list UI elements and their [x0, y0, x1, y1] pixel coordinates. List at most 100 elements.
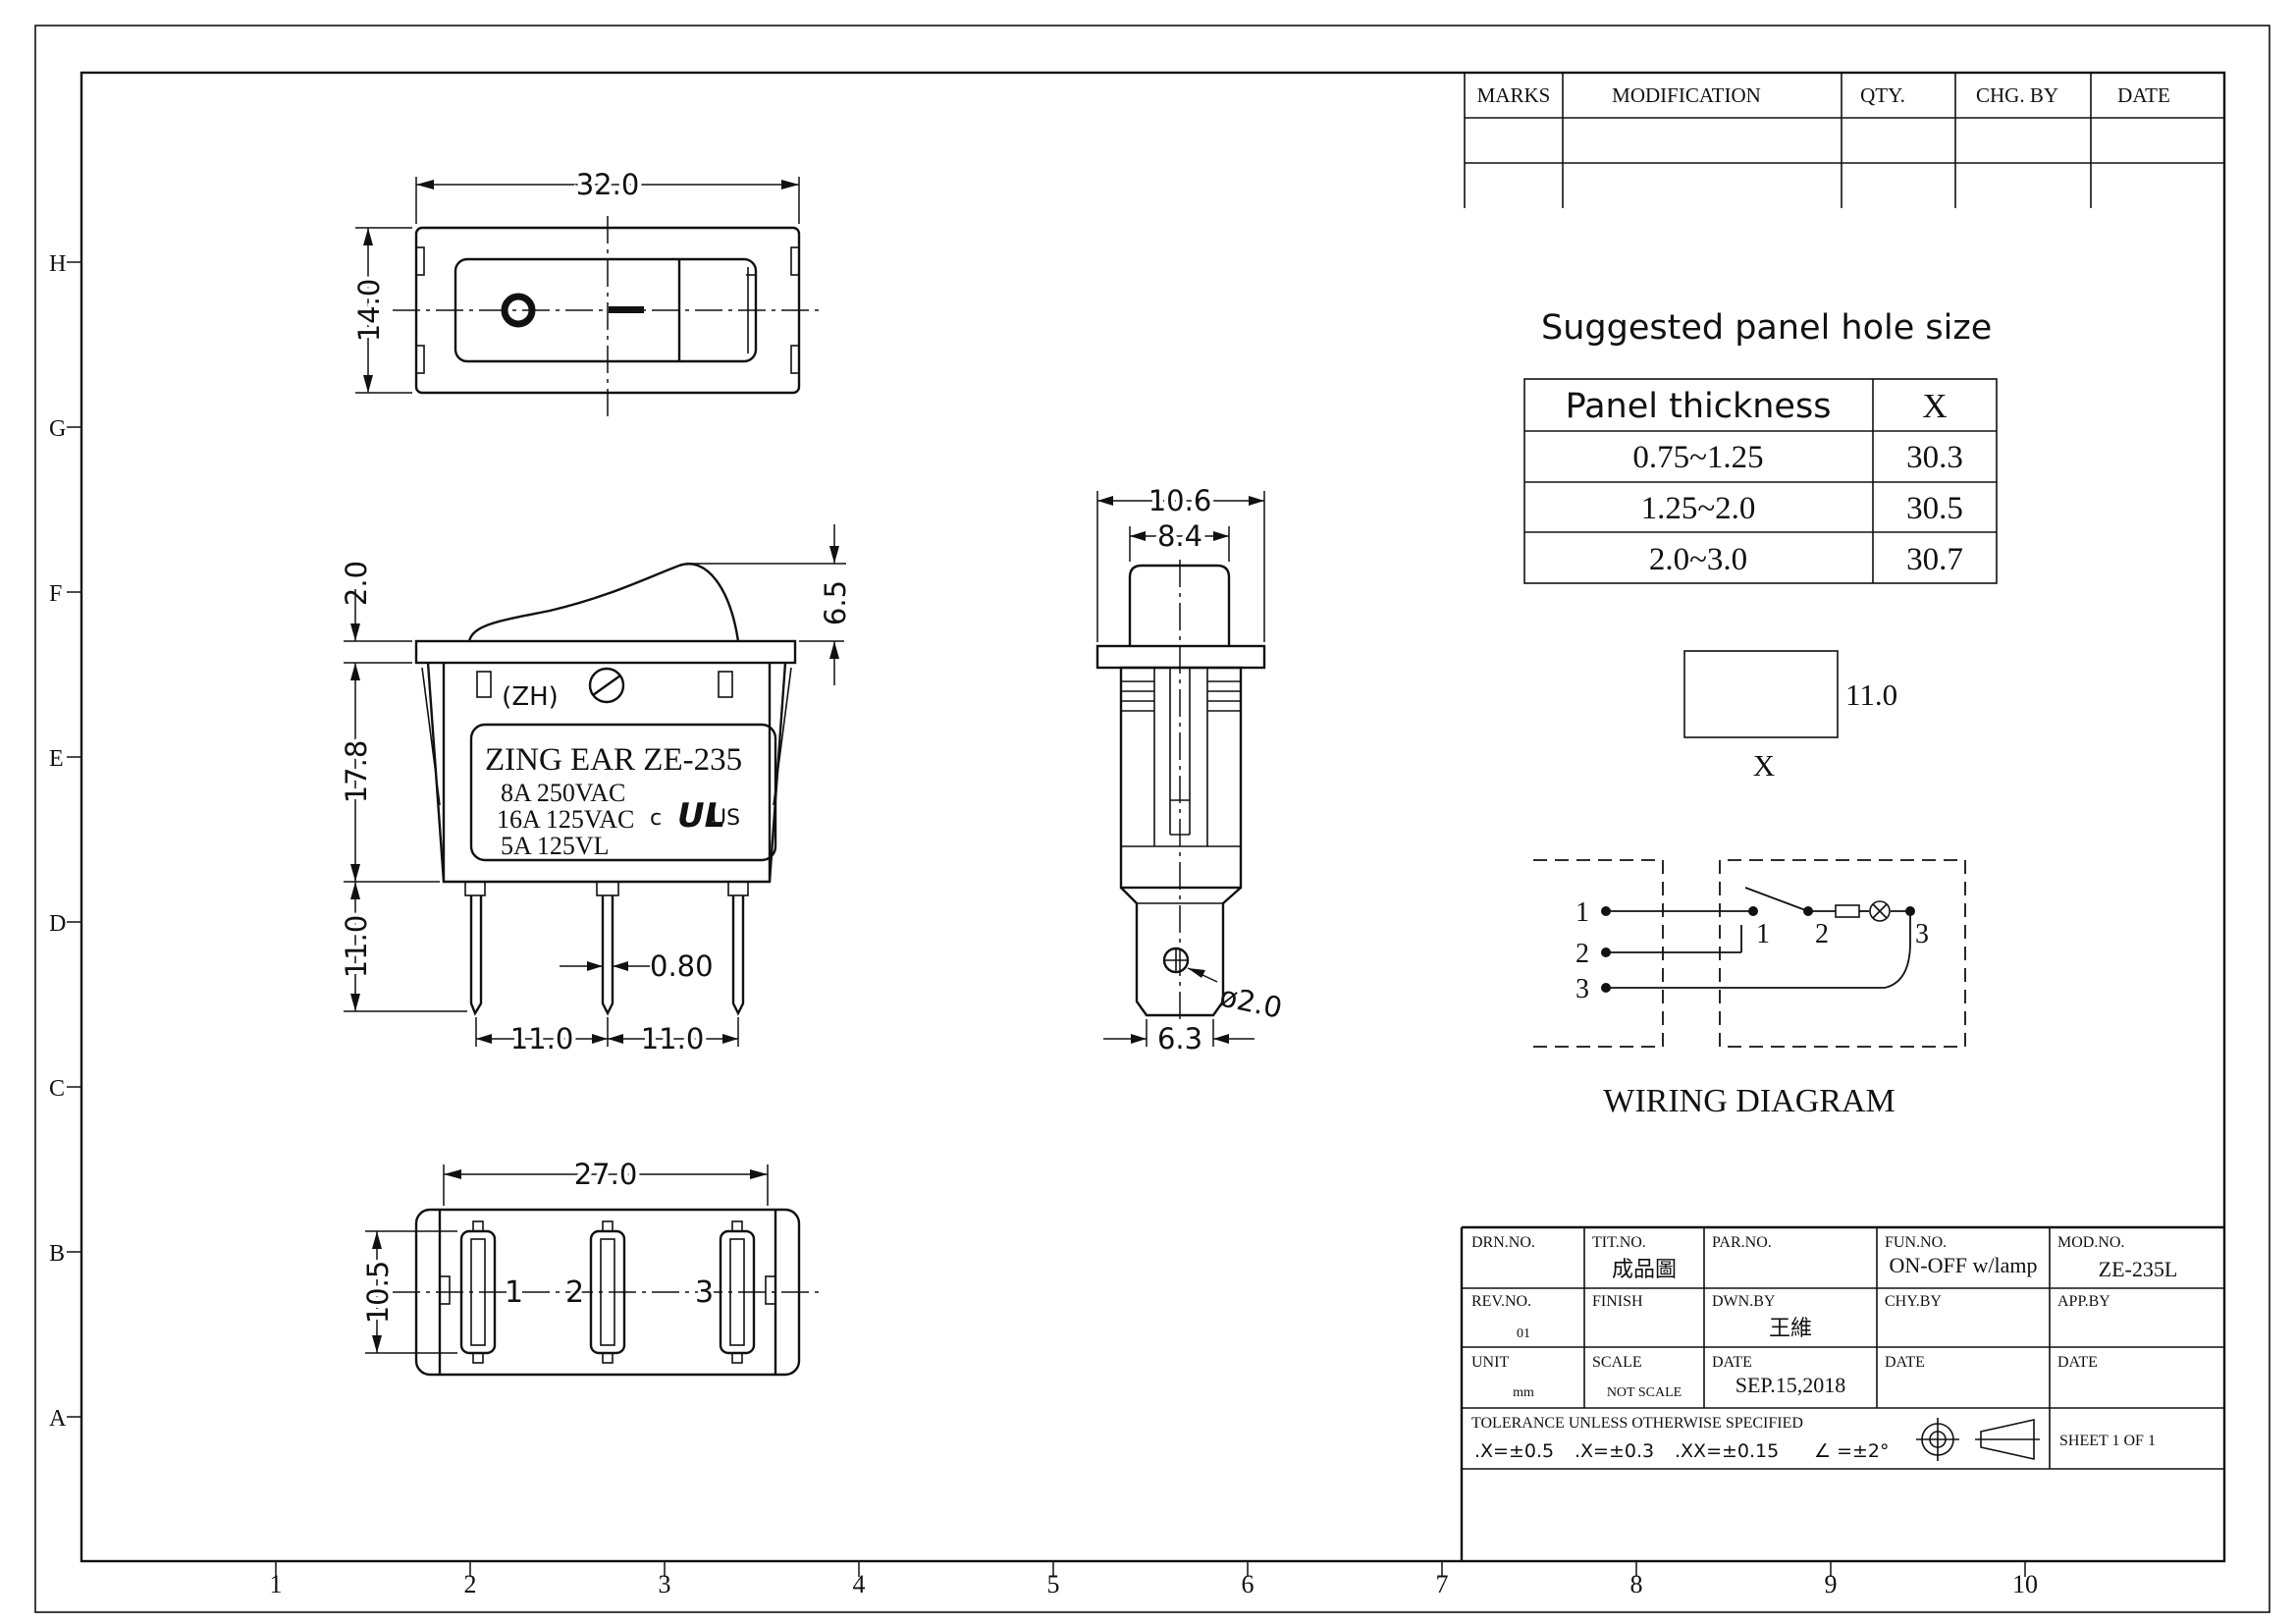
terminal-label: 3 — [695, 1275, 714, 1310]
panel-header-x: X — [1922, 387, 1947, 425]
row-label: B — [49, 1241, 65, 1267]
row-label: D — [49, 911, 66, 937]
wiring-title: WIRING DIAGRAM — [1603, 1083, 1895, 1119]
panel-hole-section: Suggested panel hole size Panel thicknes… — [1523, 308, 1998, 783]
row-label: H — [49, 251, 66, 277]
brand-mark: (ZH) — [502, 682, 559, 712]
tb-label: FINISH — [1592, 1293, 1643, 1310]
row-label: A — [49, 1406, 67, 1432]
tb-label: FUN.NO. — [1885, 1234, 1947, 1251]
label-line: 16A 125VAC — [497, 805, 634, 834]
dim-pin-width: 0.80 — [650, 949, 714, 983]
rev-header-date: DATE — [2117, 83, 2170, 107]
dim-pitch-2: 11.0 — [641, 1022, 705, 1056]
column-markers: 1 2 3 4 5 6 7 8 9 10 — [270, 1561, 2038, 1598]
dim-side-inner: 8.4 — [1157, 519, 1202, 553]
tb-label: REV.NO. — [1471, 1293, 1531, 1310]
sheet-number: SHEET 1 OF 1 — [2059, 1433, 2156, 1449]
title-block: DRN.NO. TIT.NO. 成品圖 PAR.NO. FUN.NO. ON-O… — [1460, 1225, 2224, 1561]
dim-top-width: 32.0 — [576, 168, 640, 201]
outer-frame — [34, 25, 2270, 1613]
side-view: 10.6 8.4 ø2.0 6.3 — [1095, 480, 1286, 1056]
tb-value: SEP.15,2018 — [1735, 1373, 1845, 1397]
col-label: 1 — [270, 1570, 283, 1598]
tolerance-value: .X=±0.5 — [1474, 1440, 1554, 1462]
revision-table: MARKS MODIFICATION QTY. CHG. BY DATE — [1464, 73, 2224, 208]
label-line: 8A 250VAC — [501, 779, 625, 807]
dim-bottom-height: 10.5 — [361, 1261, 395, 1325]
panel-x-cell: 30.5 — [1906, 491, 1963, 526]
product-label — [469, 723, 777, 862]
row-label: C — [49, 1076, 65, 1102]
panel-thickness-cell: 0.75~1.25 — [1632, 440, 1763, 475]
tb-label: PAR.NO. — [1712, 1234, 1772, 1251]
tb-value: 成品圖 — [1612, 1257, 1677, 1281]
tb-label: APP.BY — [2057, 1293, 2110, 1310]
col-label: 4 — [853, 1570, 866, 1598]
resistor-icon — [1835, 904, 1860, 918]
panel-thickness-cell: 1.25~2.0 — [1641, 491, 1756, 526]
wiring-inner-terminal: 1 — [1756, 919, 1770, 949]
tolerance-value: .XX=±0.15 — [1675, 1440, 1779, 1462]
col-label: 7 — [1436, 1570, 1449, 1598]
tb-label: CHY.BY — [1885, 1293, 1942, 1310]
tb-label: DATE — [2057, 1354, 2098, 1371]
tb-label: TIT.NO. — [1592, 1234, 1646, 1251]
front-view: (ZH) ZING EAR ZE-235 8A 250VAC 16A 125VA… — [336, 524, 852, 1059]
bottom-view: 1 2 3 27.0 10.5 — [357, 1154, 825, 1377]
inner-frame — [80, 71, 2226, 1563]
tb-label: MOD.NO. — [2057, 1234, 2124, 1251]
rev-header-qty: QTY. — [1860, 83, 1905, 107]
dim-top-height: 14.0 — [352, 279, 386, 343]
tb-label: DATE — [1885, 1354, 1925, 1371]
col-label: 5 — [1047, 1570, 1060, 1598]
ul-c-mark: c — [650, 806, 662, 831]
col-label: 2 — [464, 1570, 477, 1598]
tolerance-label: TOLERANCE UNLESS OTHERWISE SPECIFIED — [1471, 1415, 1803, 1432]
panel-x-cell: 30.3 — [1906, 440, 1963, 475]
dim-front-top: 2.0 — [340, 561, 373, 606]
tb-value: 王維 — [1769, 1316, 1812, 1340]
tb-value: mm — [1513, 1385, 1534, 1400]
panel-x-cell: 30.7 — [1906, 542, 1963, 577]
panel-header-thickness: Panel thickness — [1566, 387, 1832, 426]
screw-icon — [588, 667, 625, 704]
wiring-outer-terminal: 1 — [1575, 897, 1589, 928]
panel-hole-title: Suggested panel hole size — [1541, 308, 1992, 348]
terminal-label: 2 — [565, 1275, 584, 1310]
row-label: G — [49, 416, 66, 442]
dim-front-body: 17.8 — [340, 740, 373, 804]
col-label: 6 — [1242, 1570, 1255, 1598]
tb-label: DATE — [1712, 1354, 1752, 1371]
tb-label: UNIT — [1471, 1354, 1509, 1371]
wiring-outer-terminal: 2 — [1575, 939, 1589, 969]
tb-label: SCALE — [1592, 1354, 1642, 1371]
rev-header-marks: MARKS — [1477, 83, 1551, 107]
col-label: 10 — [2012, 1570, 2038, 1598]
tb-value: ZE-235L — [2099, 1257, 2178, 1281]
dim-side-tab: 6.3 — [1157, 1022, 1202, 1056]
dim-front-pins: 11.0 — [340, 915, 373, 979]
ul-us-mark: US — [711, 806, 740, 831]
tolerance-value: ∠ =±2° — [1814, 1440, 1890, 1462]
tb-value: 01 — [1517, 1326, 1530, 1341]
dim-pitch-1: 11.0 — [510, 1022, 574, 1056]
rev-header-chg-by: CHG. BY — [1976, 83, 2058, 107]
col-label: 8 — [1630, 1570, 1643, 1598]
wiring-inner-terminal: 2 — [1815, 919, 1829, 949]
tb-value: ON-OFF w/lamp — [1890, 1253, 2038, 1277]
dim-side-hole: ø2.0 — [1217, 979, 1286, 1025]
rev-header-modification: MODIFICATION — [1612, 83, 1761, 107]
wiring-outer-terminal: 3 — [1575, 974, 1589, 1004]
wiring-diagram: 1 2 3 1 2 3 WIRING DIAGRAM — [1533, 859, 1966, 1119]
top-view: 32.0 14.0 — [348, 164, 825, 418]
tb-value: NOT SCALE — [1607, 1385, 1682, 1400]
dim-bottom-width: 27.0 — [574, 1158, 638, 1191]
tolerance-value: .X=±0.3 — [1575, 1440, 1654, 1462]
row-label: F — [49, 581, 62, 607]
label-line: ZING EAR ZE-235 — [485, 742, 742, 778]
panel-hole-width: X — [1753, 748, 1775, 783]
panel-hole-height: 11.0 — [1845, 677, 1897, 712]
col-label: 3 — [659, 1570, 671, 1598]
panel-thickness-cell: 2.0~3.0 — [1649, 542, 1747, 577]
